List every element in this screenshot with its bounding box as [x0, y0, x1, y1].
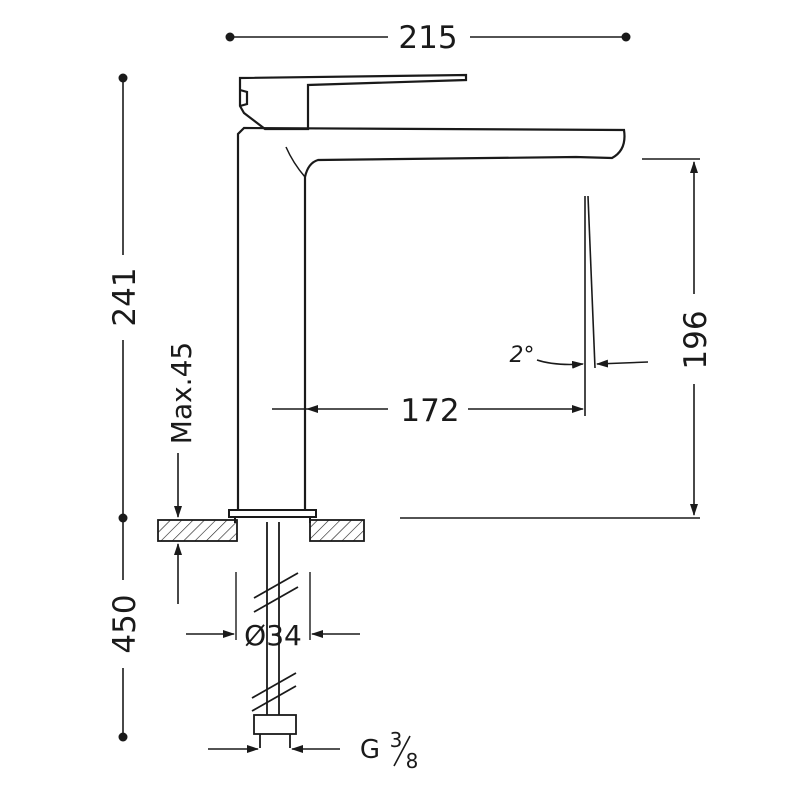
dim-spray-angle: 2°	[510, 343, 649, 369]
dim-connection-thread: G 3 8	[208, 728, 418, 773]
label-thread-numerator: 3	[390, 728, 403, 752]
label-total-height: 241	[107, 267, 143, 326]
dim-total-height: 241	[107, 73, 143, 523]
label-hose-length: 450	[107, 594, 143, 653]
dim-spout-reach: 172	[272, 393, 584, 429]
hose-connector	[253, 714, 297, 735]
countertop-right	[309, 519, 365, 542]
label-deck-thickness: Max.45	[165, 342, 198, 444]
faucet-body	[236, 73, 626, 510]
supply-hose	[251, 522, 299, 748]
countertop-left	[157, 519, 238, 542]
water-stream	[584, 195, 596, 416]
label-thread-prefix: G	[360, 735, 380, 765]
base-plate	[228, 509, 317, 523]
dim-spout-height: 196	[400, 158, 714, 519]
dim-hole-diameter: Ø34	[186, 572, 360, 652]
label-thread-denominator: 8	[406, 749, 419, 773]
faucet-column-spout	[236, 126, 626, 510]
dim-hose-length: 450	[107, 518, 143, 742]
lever-hinge	[239, 88, 249, 108]
label-spray-angle: 2°	[510, 343, 535, 368]
label-spout-reach: 172	[400, 393, 459, 429]
label-hole-diameter: Ø34	[244, 619, 302, 652]
label-spout-height: 196	[678, 310, 714, 369]
label-overall-width: 215	[398, 20, 457, 56]
dim-deck-thickness: Max.45	[165, 342, 198, 604]
dim-overall-width: 215	[225, 20, 631, 56]
lever-handle	[238, 73, 468, 131]
countertop-section	[157, 519, 365, 542]
column-shading-curve	[285, 146, 306, 178]
